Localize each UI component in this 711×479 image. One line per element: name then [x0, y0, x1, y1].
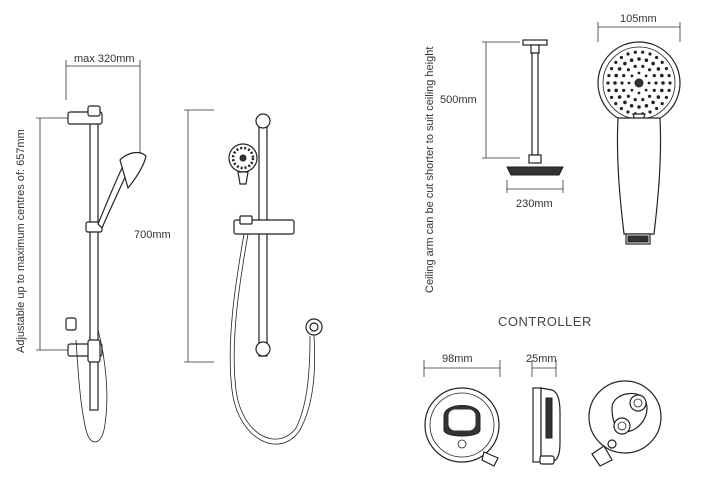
nozzle-dot	[630, 88, 634, 92]
nozzle-dot	[622, 88, 626, 92]
nozzle-dot	[617, 95, 622, 99]
nozzle-dot	[656, 67, 661, 71]
controller-title: CONTROLLER	[498, 314, 592, 329]
nozzle-dot	[629, 104, 634, 108]
handset-diagram: 105mm	[597, 13, 681, 245]
nozzle-dot	[630, 74, 634, 78]
riser-rail-front-view: 700mm	[134, 109, 323, 445]
nozzle-dot	[661, 81, 665, 85]
nozzle-dot	[647, 81, 651, 85]
nozzle-dot	[607, 88, 611, 92]
rail-height-label: 700mm	[134, 229, 171, 241]
riser-rail-side-view: max 320mm Adjustable up to maximum centr…	[15, 53, 147, 443]
nozzle-dot	[641, 50, 645, 54]
nozzle-dot	[637, 57, 641, 61]
controller-width-label: 98mm	[442, 353, 473, 365]
nozzle-dot	[623, 61, 627, 66]
nozzle-dot	[629, 58, 634, 62]
arm-length-label: 500mm	[440, 94, 477, 106]
nozzle-dot	[637, 91, 641, 95]
nozzle-dot	[667, 74, 671, 78]
nozzle-dot	[648, 110, 652, 114]
nozzle-dot	[655, 106, 659, 111]
nozzle-dot	[652, 88, 656, 92]
nozzle-dot	[652, 74, 656, 78]
nozzle-dot	[637, 71, 641, 75]
nozzle-dot	[619, 55, 624, 60]
nozzle-dot	[648, 94, 652, 98]
nozzle-dot	[626, 68, 631, 72]
nozzle-dot	[614, 60, 618, 64]
nozzle-dot	[622, 74, 626, 78]
nozzle-dot	[627, 81, 631, 85]
nozzle-dot	[644, 58, 649, 62]
nozzle-dot	[651, 61, 655, 66]
nozzle-dot	[644, 74, 648, 78]
head-width-label: 230mm	[516, 198, 553, 210]
nozzle-dot	[644, 104, 649, 108]
nozzle-dot	[607, 74, 611, 78]
nozzle-dot	[660, 73, 664, 78]
nozzle-dot	[644, 88, 648, 92]
ceiling-arm-diagram: Ceiling arm can be cut shorter to suit c…	[424, 39, 564, 293]
nozzle-dot	[656, 95, 661, 99]
nozzle-dot	[614, 73, 618, 78]
nozzle-dot	[633, 50, 637, 54]
ceiling-note-label: Ceiling arm can be cut shorter to suit c…	[424, 47, 436, 293]
nozzle-dot	[651, 100, 655, 105]
adjustable-centres-label: Adjustable up to maximum centres of: 657…	[15, 129, 27, 353]
nozzle-dot	[626, 52, 630, 56]
controller-depth-label: 25mm	[526, 353, 557, 365]
nozzle-dot	[654, 81, 658, 85]
nozzle-dot	[641, 98, 645, 102]
nozzle-dot	[668, 81, 672, 85]
controller-front-view	[424, 387, 500, 467]
nozzle-dot	[619, 106, 624, 111]
nozzle-dot	[614, 102, 618, 106]
nozzle-dot	[660, 88, 664, 93]
nozzle-dot	[648, 68, 652, 72]
nozzle-dot	[633, 64, 637, 68]
nozzle-dot	[610, 67, 614, 71]
nozzle-dot	[655, 55, 659, 60]
nozzle-dot	[664, 67, 669, 71]
nozzle-dot	[637, 105, 641, 109]
nozzle-dot	[660, 60, 664, 64]
handset-nozzles	[606, 50, 672, 116]
nozzle-dot	[617, 67, 622, 71]
nozzle-dot	[664, 95, 669, 99]
nozzle-dot	[633, 98, 637, 102]
controller-section: CONTROLLER 98mm 25mm	[423, 314, 662, 467]
max-width-label: max 320mm	[74, 53, 135, 65]
nozzle-dot	[641, 64, 645, 68]
nozzle-dot	[614, 88, 618, 93]
nozzle-dot	[626, 110, 630, 114]
nozzle-dot	[620, 81, 624, 85]
nozzle-dot	[648, 52, 652, 56]
nozzle-dot	[667, 88, 671, 92]
nozzle-dot	[610, 95, 614, 99]
controller-back-view	[588, 380, 662, 467]
handset-width-label: 105mm	[620, 13, 657, 25]
nozzle-dot	[660, 102, 664, 106]
nozzle-dot	[626, 94, 631, 98]
nozzle-dot	[613, 81, 617, 85]
controller-side-view	[532, 387, 561, 465]
nozzle-dot	[606, 81, 610, 85]
nozzle-dot	[623, 100, 627, 105]
